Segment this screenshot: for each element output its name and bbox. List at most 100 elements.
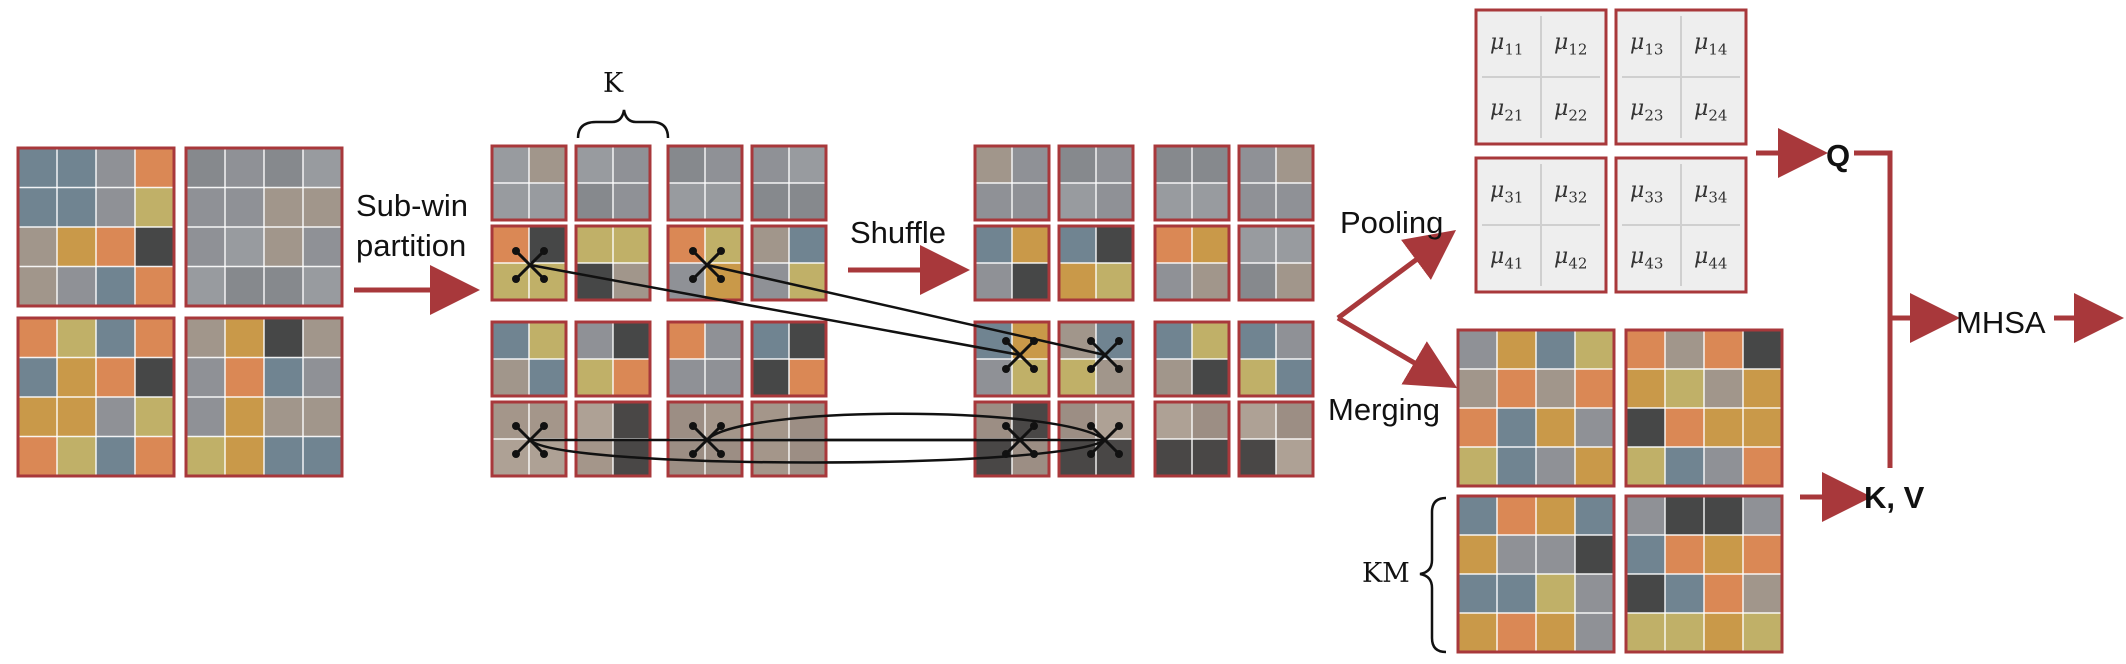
- k-label: K: [603, 68, 624, 99]
- tile-patch: [576, 146, 613, 183]
- tile-patch: [492, 263, 529, 300]
- tile-patch: [1192, 263, 1229, 300]
- tile-frame: [1237, 400, 1315, 478]
- mu-14: μ14: [1694, 30, 1728, 59]
- tile-patch: [1155, 263, 1192, 300]
- tile-patch: [492, 146, 529, 183]
- tile-patch: [1239, 359, 1276, 396]
- tile-patch: [1665, 496, 1704, 535]
- x-stroke: [514, 424, 546, 456]
- tile-patch: [529, 359, 566, 396]
- tile-patch: [1155, 359, 1192, 396]
- tile-patch: [1276, 226, 1313, 263]
- x-marker-8: [1087, 422, 1123, 458]
- shuffled-w2-sub-1: [1153, 144, 1231, 222]
- tile-patch: [57, 148, 96, 188]
- tile-patch: [1665, 535, 1704, 574]
- tile-patch: [186, 397, 225, 437]
- shuffle-link-1: [529, 263, 1021, 357]
- tile-patch: [1704, 574, 1743, 613]
- tile-patch: [1155, 146, 1192, 183]
- mu-42: μ42: [1554, 244, 1588, 273]
- partition-w3-sub-2: [574, 320, 652, 398]
- x-marker-7: [1002, 422, 1038, 458]
- tile-patch: [1192, 226, 1229, 263]
- partition-w2-sub-4: [750, 224, 828, 302]
- tile-patch: [1743, 330, 1782, 369]
- pool-block-4: [1614, 156, 1748, 294]
- x-dot: [689, 275, 697, 283]
- shuffled-w4-sub-2: [1237, 320, 1315, 398]
- x-dot: [512, 450, 520, 458]
- tile-patch: [225, 397, 264, 437]
- tile-patch: [225, 187, 264, 227]
- tile-patch: [705, 359, 742, 396]
- tile-patch: [18, 436, 57, 476]
- x-dot: [512, 247, 520, 255]
- tile-patch: [1626, 496, 1665, 535]
- partition-w2-sub-1: [666, 144, 744, 222]
- tile-patch: [264, 397, 303, 437]
- tile-frame: [1057, 224, 1135, 302]
- tile-patch: [1059, 263, 1096, 300]
- tile-patch: [57, 397, 96, 437]
- tile-frame: [16, 316, 176, 478]
- tile-patch: [186, 318, 225, 358]
- tile-patch: [1012, 146, 1049, 183]
- partition-w2-sub-2: [750, 144, 828, 222]
- tile-patch: [1575, 535, 1614, 574]
- tile-patch: [1239, 402, 1276, 439]
- tile-patch: [264, 227, 303, 267]
- tile-patch: [1575, 613, 1614, 652]
- x-dot: [1030, 337, 1038, 345]
- partition-label: partition: [356, 228, 467, 263]
- tile-patch: [529, 146, 566, 183]
- pool-block-frame: [1474, 156, 1608, 294]
- x-dot: [1002, 337, 1010, 345]
- tile-frame: [574, 224, 652, 302]
- tile-patch: [529, 183, 566, 220]
- x-dot: [1115, 422, 1123, 430]
- tile-patch: [705, 146, 742, 183]
- mu-43: μ43: [1630, 244, 1664, 273]
- tile-patch: [1497, 369, 1536, 408]
- tile-patch: [576, 263, 613, 300]
- tile-patch: [1276, 359, 1313, 396]
- tile-frame: [574, 320, 652, 398]
- mu-34: μ34: [1694, 178, 1728, 207]
- tile-patch: [186, 436, 225, 476]
- tile-patch: [135, 318, 174, 358]
- tile-patch: [752, 183, 789, 220]
- x-dot: [1002, 450, 1010, 458]
- tile-patch: [303, 318, 342, 358]
- x-stroke: [1004, 339, 1036, 371]
- tile-patch: [57, 436, 96, 476]
- x-stroke: [1004, 424, 1036, 456]
- tile-patch: [1155, 183, 1192, 220]
- shuffled-w1-sub-3: [973, 224, 1051, 302]
- tile-patch: [1626, 447, 1665, 486]
- x-stroke: [514, 249, 546, 281]
- tile-frame: [1153, 400, 1231, 478]
- mu-23: μ23: [1630, 96, 1664, 125]
- tile-patch: [1743, 408, 1782, 447]
- tile-patch: [752, 359, 789, 396]
- tile-patch: [135, 187, 174, 227]
- tile-patch: [668, 146, 705, 183]
- mhsa-label: MHSA: [1956, 305, 2046, 340]
- image-layer: [16, 144, 1784, 654]
- x-dot: [1087, 450, 1095, 458]
- tile-patch: [1059, 146, 1096, 183]
- partition-w4-sub-1: [666, 320, 744, 398]
- shuffled-w4-sub-1: [1153, 320, 1231, 398]
- tile-patch: [1497, 447, 1536, 486]
- shuffled-w4-sub-4: [1237, 400, 1315, 478]
- tile-patch: [264, 148, 303, 188]
- tile-patch: [975, 226, 1012, 263]
- tile-patch: [576, 322, 613, 359]
- tile-patch: [1626, 613, 1665, 652]
- x-marker-3: [512, 422, 548, 458]
- tile-patch: [1276, 439, 1313, 476]
- tile-patch: [225, 436, 264, 476]
- tile-patch: [96, 148, 135, 188]
